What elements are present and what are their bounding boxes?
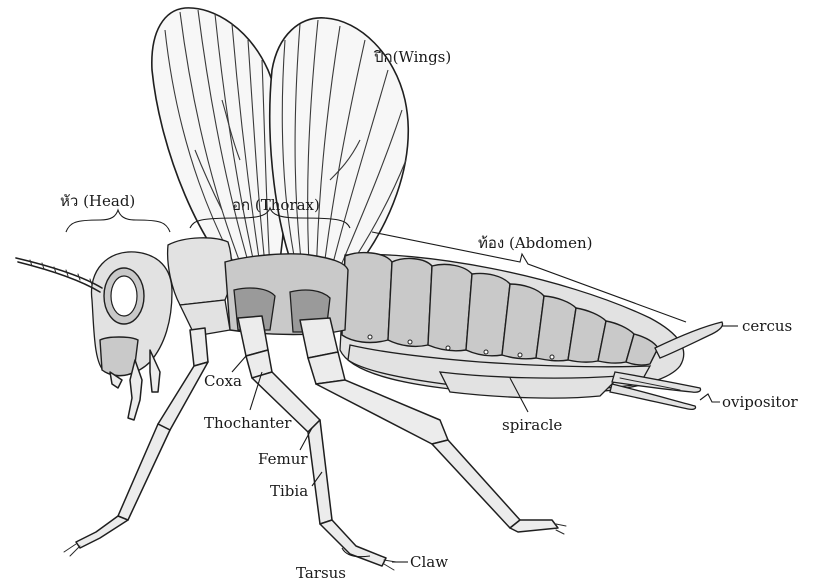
coxa — [238, 316, 268, 356]
label-wings: ปีก(Wings) — [373, 48, 451, 66]
label-ovipositor: ovipositor — [722, 393, 798, 411]
label-coxa: Coxa — [204, 372, 242, 390]
head-bracket — [66, 210, 170, 232]
tarsus — [320, 520, 386, 566]
label-abdomen: ท้อง (Abdomen) — [478, 234, 593, 252]
label-tibia: Tibia — [270, 482, 308, 500]
label-tarsus: Tarsus — [296, 564, 346, 582]
pronotum — [168, 238, 232, 305]
head — [16, 252, 172, 420]
label-femur: Femur — [258, 450, 308, 468]
label-thorax: อก (Thorax) — [232, 196, 320, 214]
label-claw: Claw — [410, 553, 448, 571]
label-spiracle: spiracle — [502, 416, 562, 434]
antenna — [18, 262, 100, 292]
label-head: หัว (Head) — [60, 192, 135, 210]
abdomen — [340, 253, 723, 410]
label-thochanter: Thochanter — [204, 414, 292, 432]
tibia — [308, 420, 332, 524]
label-cercus: cercus — [742, 317, 792, 335]
